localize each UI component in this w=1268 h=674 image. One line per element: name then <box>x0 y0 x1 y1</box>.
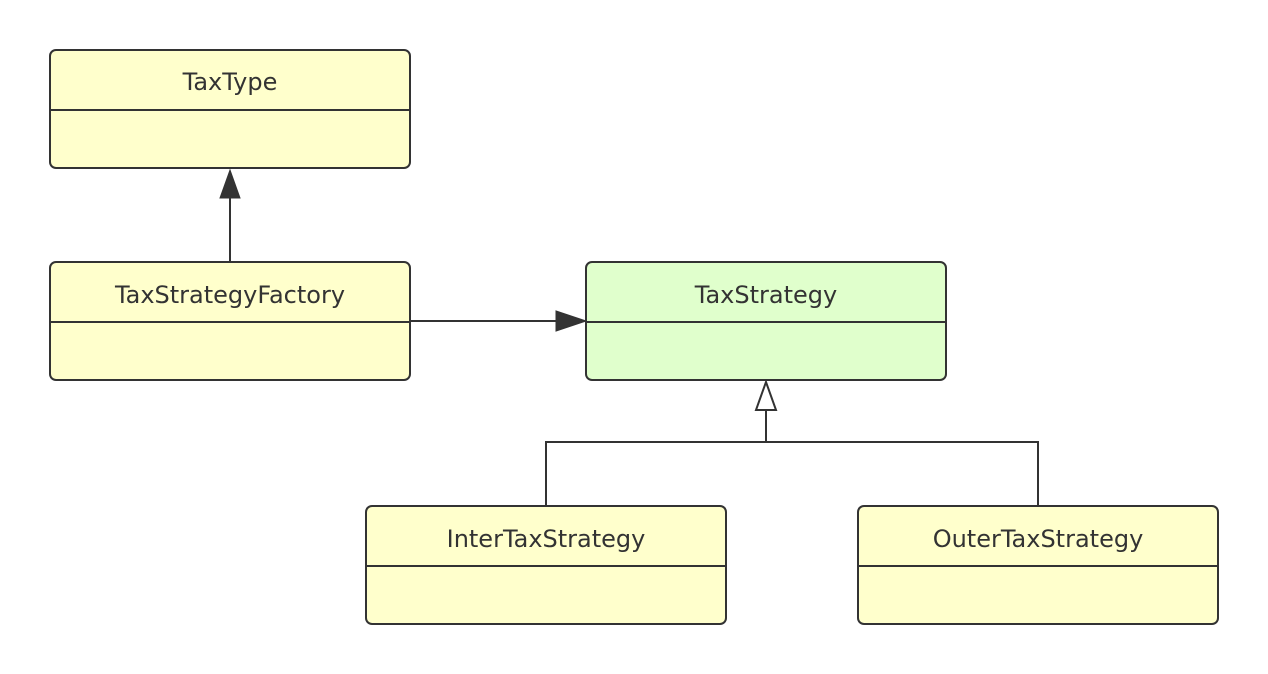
class-taxstrategy[interactable]: TaxStrategy <box>585 261 947 381</box>
arrowhead-taxstrategy <box>555 310 588 332</box>
class-name: TaxType <box>182 68 278 96</box>
class-outertaxstrategy[interactable]: OuterTaxStrategy <box>857 505 1219 625</box>
class-name: OuterTaxStrategy <box>933 525 1144 553</box>
generalization-outer-to-taxstrategy <box>766 441 1039 506</box>
class-name: TaxStrategyFactory <box>114 281 345 309</box>
inheritance-triangle <box>754 379 778 411</box>
class-name: TaxStrategy <box>694 281 837 309</box>
connectors <box>229 198 1039 506</box>
class-taxtype[interactable]: TaxType <box>49 49 411 169</box>
class-taxstrategyfactory[interactable]: TaxStrategyFactory <box>49 261 411 381</box>
class-name: InterTaxStrategy <box>447 525 646 553</box>
generalization-inter-to-taxstrategy <box>545 410 767 506</box>
class-intertaxstrategy[interactable]: InterTaxStrategy <box>365 505 727 625</box>
arrowhead-taxtype <box>219 168 241 199</box>
